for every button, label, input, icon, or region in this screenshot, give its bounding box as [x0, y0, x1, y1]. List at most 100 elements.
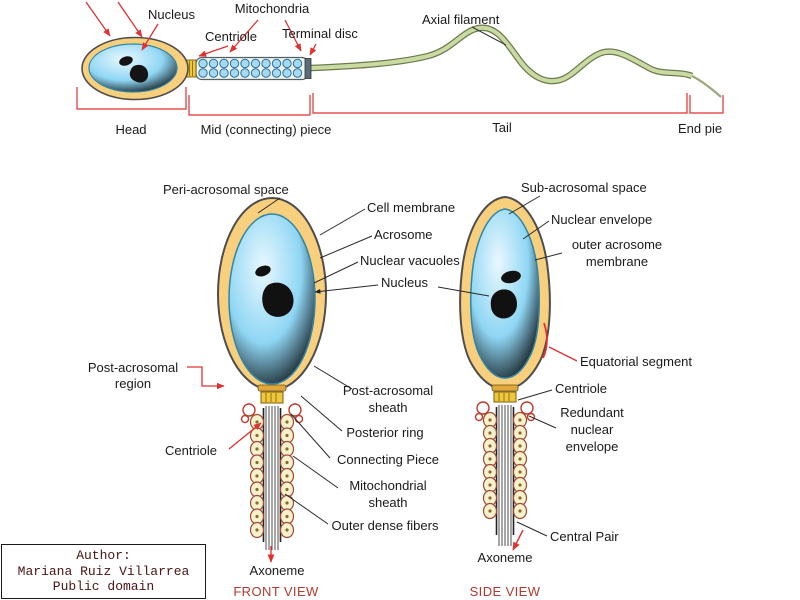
endpiece-bracket	[689, 95, 724, 114]
front-nucleus-blob	[262, 282, 294, 317]
midpiece-bracket	[188, 95, 311, 116]
front-view-title: FRONT VIEW	[233, 584, 319, 599]
detail-leader-lines	[257, 195, 563, 537]
leader-outer-acrosome-membrane	[534, 252, 563, 261]
label-nuclear-vacuoles: Nuclear vacuoles	[360, 253, 460, 268]
mitochondria-arrow-right	[284, 19, 302, 52]
label-region-endpiece: End pie	[678, 121, 722, 136]
axial-filament-leader	[471, 26, 507, 46]
label-centriole-top: Centriole	[205, 29, 257, 44]
front-view: Axoneme FRONT VIEW	[217, 197, 327, 599]
label-equatorial-segment: Equatorial segment	[580, 354, 692, 369]
leader-posterior-ring	[300, 395, 343, 432]
label-region-tail: Tail	[492, 120, 512, 135]
front-posterior-ring	[257, 384, 287, 392]
label-post-acrosomal-sheath-1: Post-acrosomal	[343, 383, 433, 398]
label-sub-acrosomal-space: Sub-acrosomal space	[521, 180, 647, 195]
label-connecting-piece: Connecting Piece	[337, 452, 439, 467]
author-label: Author:	[76, 547, 131, 563]
label-central-pair: Central Pair	[550, 529, 619, 544]
label-terminal-disc: Terminal disc	[282, 26, 358, 41]
side-axoneme-fibers	[495, 405, 515, 546]
leader-mitochondrial-sheath	[292, 455, 339, 489]
front-redundant-envelope-loops	[240, 403, 304, 424]
label-post-acrosomal-region-2: region	[115, 376, 151, 391]
leader-nuclear-vacuoles	[313, 261, 359, 284]
label-region-head: Head	[115, 122, 146, 137]
label-axoneme-front: Axoneme	[250, 563, 305, 578]
label-peri-acrosomal-space: Peri-acrosomal space	[163, 182, 289, 197]
terminal-disc-shape	[304, 58, 312, 79]
label-posterior-ring: Posterior ring	[346, 425, 423, 440]
side-nucleus-blob	[490, 289, 517, 319]
label-acrosome: Acrosome	[374, 227, 433, 242]
label-post-acrosomal-region-1: Post-acrosomal	[88, 360, 178, 375]
side-view-title: SIDE VIEW	[470, 584, 541, 599]
label-mitochondria: Mitochondria	[235, 1, 310, 16]
tail-shape	[310, 24, 722, 98]
leader-redundant-envelope	[528, 415, 557, 429]
leader-centriole-side	[517, 389, 553, 401]
label-nucleus-detail: Nucleus	[381, 275, 428, 290]
leader-equatorial-segment	[548, 346, 578, 362]
leader-cell-membrane	[319, 208, 366, 236]
label-region-midpiece: Mid (connecting) piece	[201, 122, 332, 137]
head-bracket	[76, 87, 187, 110]
leader-centriole-front	[228, 422, 262, 450]
side-centriole-shape	[493, 391, 517, 403]
front-centriole-shape	[260, 391, 284, 404]
label-centriole-side: Centriole	[555, 381, 607, 396]
leader-connecting-piece	[290, 413, 331, 459]
cutoff-arrow-1	[85, 1, 111, 37]
label-redundant-envelope-2: nuclear	[571, 422, 614, 437]
end-piece-filament	[691, 75, 722, 98]
equatorial-segment-mark	[542, 322, 548, 359]
label-mitochondrial-sheath-1: Mitochondrial	[349, 478, 426, 493]
midpiece-shape	[195, 56, 312, 81]
side-axoneme-arrow	[512, 529, 524, 551]
leader-sub-acrosomal	[508, 195, 541, 215]
centriole-arrow-top	[198, 45, 229, 57]
front-nuclear-vacuole	[255, 265, 271, 277]
cutoff-arrow-2	[117, 1, 143, 38]
label-post-acrosomal-sheath-2: sheath	[368, 400, 407, 415]
label-redundant-envelope-3: envelope	[566, 439, 619, 454]
side-nuclear-vacuole	[501, 270, 521, 284]
leader-nuclear-envelope	[522, 220, 550, 240]
label-axial-filament: Axial filament	[422, 12, 500, 27]
label-nucleus-top: Nucleus	[148, 7, 195, 22]
whole-sperm-diagram: Nucleus Mitochondria Centriole Terminal …	[76, 1, 724, 137]
author-box: Author: Mariana Ruiz Villarrea Public do…	[1, 544, 206, 599]
label-redundant-envelope-1: Redundant	[560, 405, 624, 420]
detail-red-leaders	[187, 346, 578, 450]
region-brackets	[76, 87, 724, 116]
leader-central-pair	[516, 521, 548, 537]
leader-post-acrosomal-sheath	[313, 365, 353, 390]
top-pointer-arrows	[85, 1, 317, 57]
mitochondria-arrow-left	[229, 19, 259, 53]
leader-acrosome	[319, 235, 373, 259]
label-nuclear-envelope: Nuclear envelope	[551, 212, 652, 227]
label-outer-acrosome-membrane-1: outer acrosome	[572, 237, 662, 252]
head-shape-top	[81, 36, 189, 101]
license-text: Public domain	[52, 579, 155, 595]
side-redundant-envelope-loops	[474, 401, 536, 422]
label-outer-dense-fibers: Outer dense fibers	[332, 518, 439, 533]
side-view: Axoneme SIDE VIEW	[459, 195, 551, 599]
leader-outer-dense-fibers	[284, 493, 329, 525]
leader-post-acrosomal-region	[187, 366, 225, 390]
nucleus-arrow	[141, 23, 159, 51]
leader-peri-acrosomal	[257, 197, 281, 214]
front-axoneme-fibers	[262, 406, 282, 550]
label-mitochondrial-sheath-2: sheath	[368, 495, 407, 510]
nucleus-blob-large-top	[129, 64, 149, 83]
tail-bracket	[312, 93, 688, 114]
leader-nucleus-front	[314, 284, 379, 294]
author-name: Mariana Ruiz Villarrea	[17, 563, 190, 579]
side-posterior-ring	[491, 384, 519, 392]
label-cell-membrane: Cell membrane	[367, 200, 455, 215]
label-outer-acrosome-membrane-2: membrane	[586, 254, 648, 269]
nucleus-blob-small-top	[119, 56, 133, 66]
